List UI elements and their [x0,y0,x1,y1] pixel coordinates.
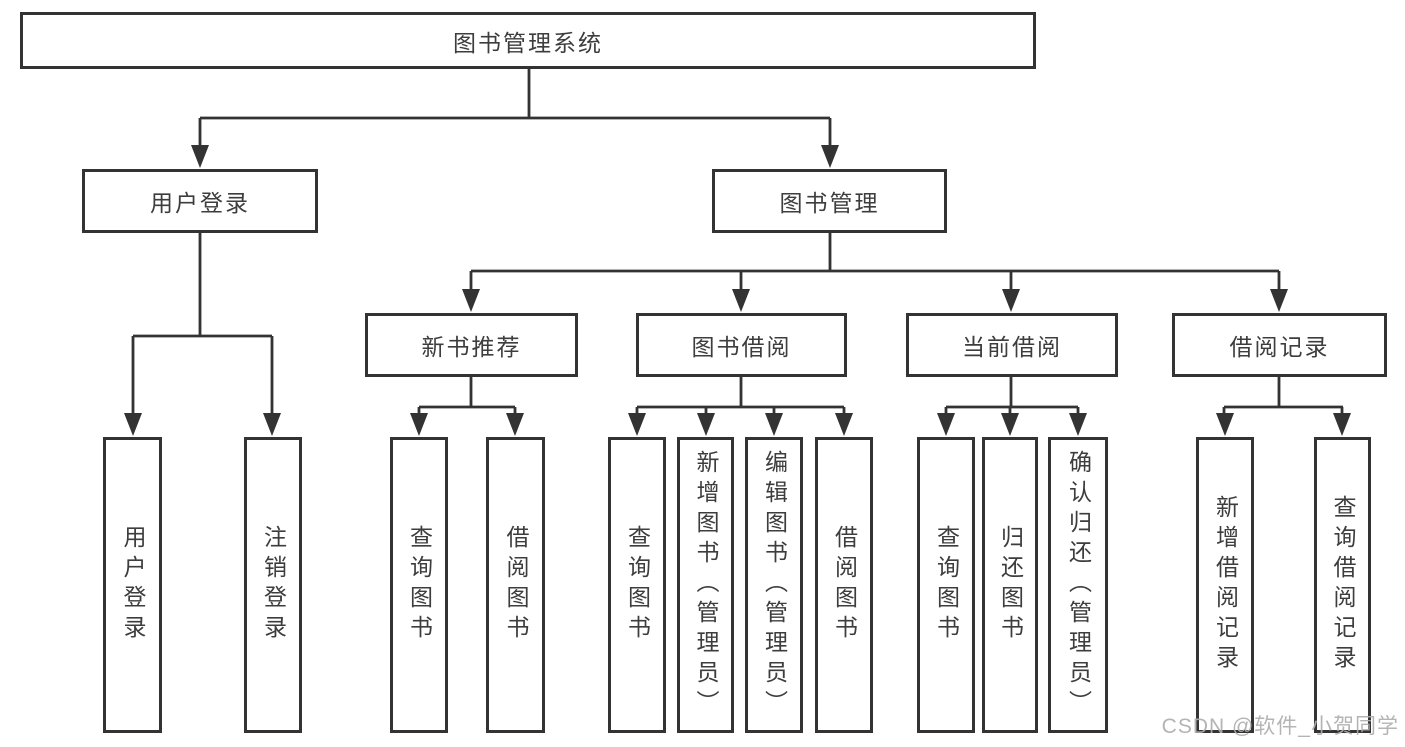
leaf-label: 编辑图书（管理员） [761,450,788,720]
leaf-query-books-borrowing: 查询图书 [608,437,666,733]
node-library-system: 图书管理系统 [20,12,1036,69]
leaf-query-books-recommend: 查询图书 [390,437,448,733]
node-new-book-recommendation: 新书推荐 [365,313,578,377]
node-book-management: 图书管理 [712,169,947,233]
leaf-user-login: 用户登录 [103,437,162,733]
leaf-label: 查询图书 [624,525,651,645]
leaf-borrow-books-borrowing: 借阅图书 [815,437,873,733]
leaf-confirm-return-admin: 确认归还（管理员） [1048,437,1108,733]
leaf-add-book-admin: 新增图书（管理员） [677,437,734,733]
leaf-label: 注销登录 [260,525,287,645]
leaf-query-books-current: 查询图书 [917,437,975,733]
leaf-label: 确认归还（管理员） [1065,450,1092,720]
leaf-borrow-books-recommend: 借阅图书 [486,437,545,733]
arrowheads [124,145,1351,436]
leaf-edit-book-admin: 编辑图书（管理员） [745,437,803,733]
leaf-add-borrow-record: 新增借阅记录 [1196,437,1254,733]
node-user-login: 用户登录 [82,169,318,233]
leaf-label: 借阅图书 [503,525,529,645]
leaf-label: 新增图书（管理员） [693,450,719,720]
leaf-return-books: 归还图书 [982,437,1038,733]
leaf-label: 查询借阅记录 [1330,495,1356,675]
leaf-label: 借阅图书 [831,525,858,645]
leaf-query-borrow-record: 查询借阅记录 [1314,437,1371,733]
node-borrowing-records: 借阅记录 [1172,313,1387,377]
leaf-label: 查询图书 [406,525,433,645]
leaf-label: 查询图书 [933,525,960,645]
leaf-label: 新增借阅记录 [1212,495,1239,675]
watermark: CSDN @软件_小贺同学 [1161,715,1399,738]
leaf-label: 归还图书 [997,525,1024,645]
leaf-logout: 注销登录 [244,437,302,733]
node-book-borrowing: 图书借阅 [636,313,847,377]
node-current-borrowing: 当前借阅 [906,313,1118,377]
leaf-label: 用户登录 [120,525,146,645]
